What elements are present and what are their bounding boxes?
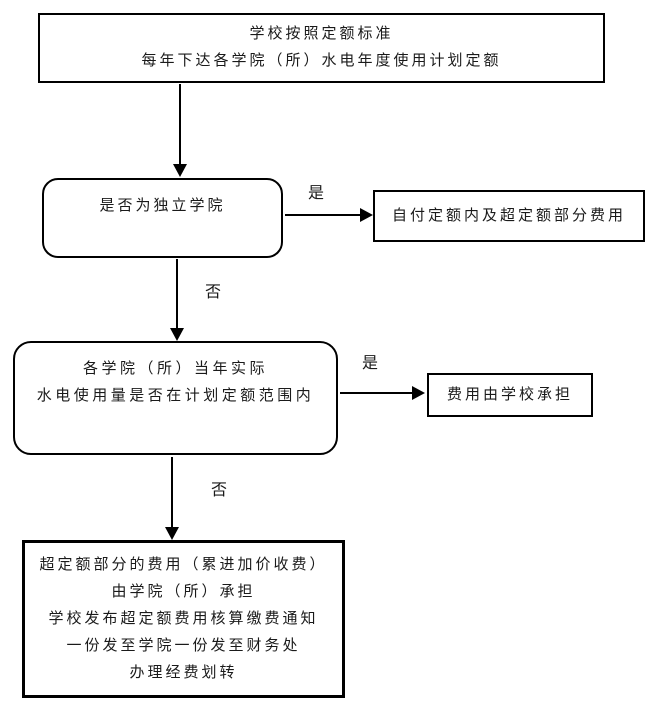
connector-decision2-to-result2: [340, 392, 415, 394]
arrowhead-down-icon: [173, 164, 187, 177]
node-start-line-1: 学校按照定额标准: [249, 26, 394, 42]
connector-decision1-to-result1: [285, 214, 363, 216]
node-decision2-line-1: 各学院（所）当年实际: [82, 361, 268, 377]
node-final-line-3: 学校发布超定额费用核算缴费通知: [48, 610, 319, 627]
connector-start-to-decision1: [179, 84, 181, 166]
node-result-self-pay-fees: 自付定额内及超定额部分费用: [373, 190, 645, 242]
connector-decision1-to-decision2: [176, 259, 178, 330]
node-decision1-label: 是否为独立学院: [99, 198, 226, 214]
node-start-line-2: 每年下达各学院（所）水电年度使用计划定额: [141, 53, 502, 69]
node-final-line-1: 超定额部分的费用（累进加价收费）: [39, 556, 328, 573]
node-decision-independent-college: 是否为独立学院: [42, 178, 283, 258]
node-result1-label: 自付定额内及超定额部分费用: [391, 207, 626, 224]
node-decision2-line-2: 水电使用量是否在计划定额范围内: [36, 388, 315, 404]
arrowhead-down-icon: [165, 527, 179, 540]
arrowhead-right-icon: [360, 208, 373, 222]
node-decision-usage-within-quota: 各学院（所）当年实际 水电使用量是否在计划定额范围内: [13, 341, 338, 455]
edge-label-yes-2: 是: [362, 355, 379, 372]
arrowhead-right-icon: [412, 386, 425, 400]
node-final-overquota-billing: 超定额部分的费用（累进加价收费） 由学院（所）承担 学校发布超定额费用核算缴费通…: [22, 540, 345, 698]
node-final-line-5: 办理经费划转: [129, 664, 238, 681]
edge-label-no-1: 否: [205, 284, 222, 301]
connector-decision2-to-final: [171, 457, 173, 529]
edge-label-no-2: 否: [211, 482, 228, 499]
node-result2-label: 费用由学校承担: [446, 386, 573, 403]
edge-label-yes-1: 是: [308, 185, 325, 202]
node-start-quota-standard: 学校按照定额标准 每年下达各学院（所）水电年度使用计划定额: [38, 13, 605, 83]
node-result-school-pays: 费用由学校承担: [427, 373, 593, 417]
node-final-line-4: 一份发至学院一份发至财务处: [66, 637, 301, 654]
node-final-line-2: 由学院（所）承担: [111, 583, 256, 600]
arrowhead-down-icon: [170, 328, 184, 341]
